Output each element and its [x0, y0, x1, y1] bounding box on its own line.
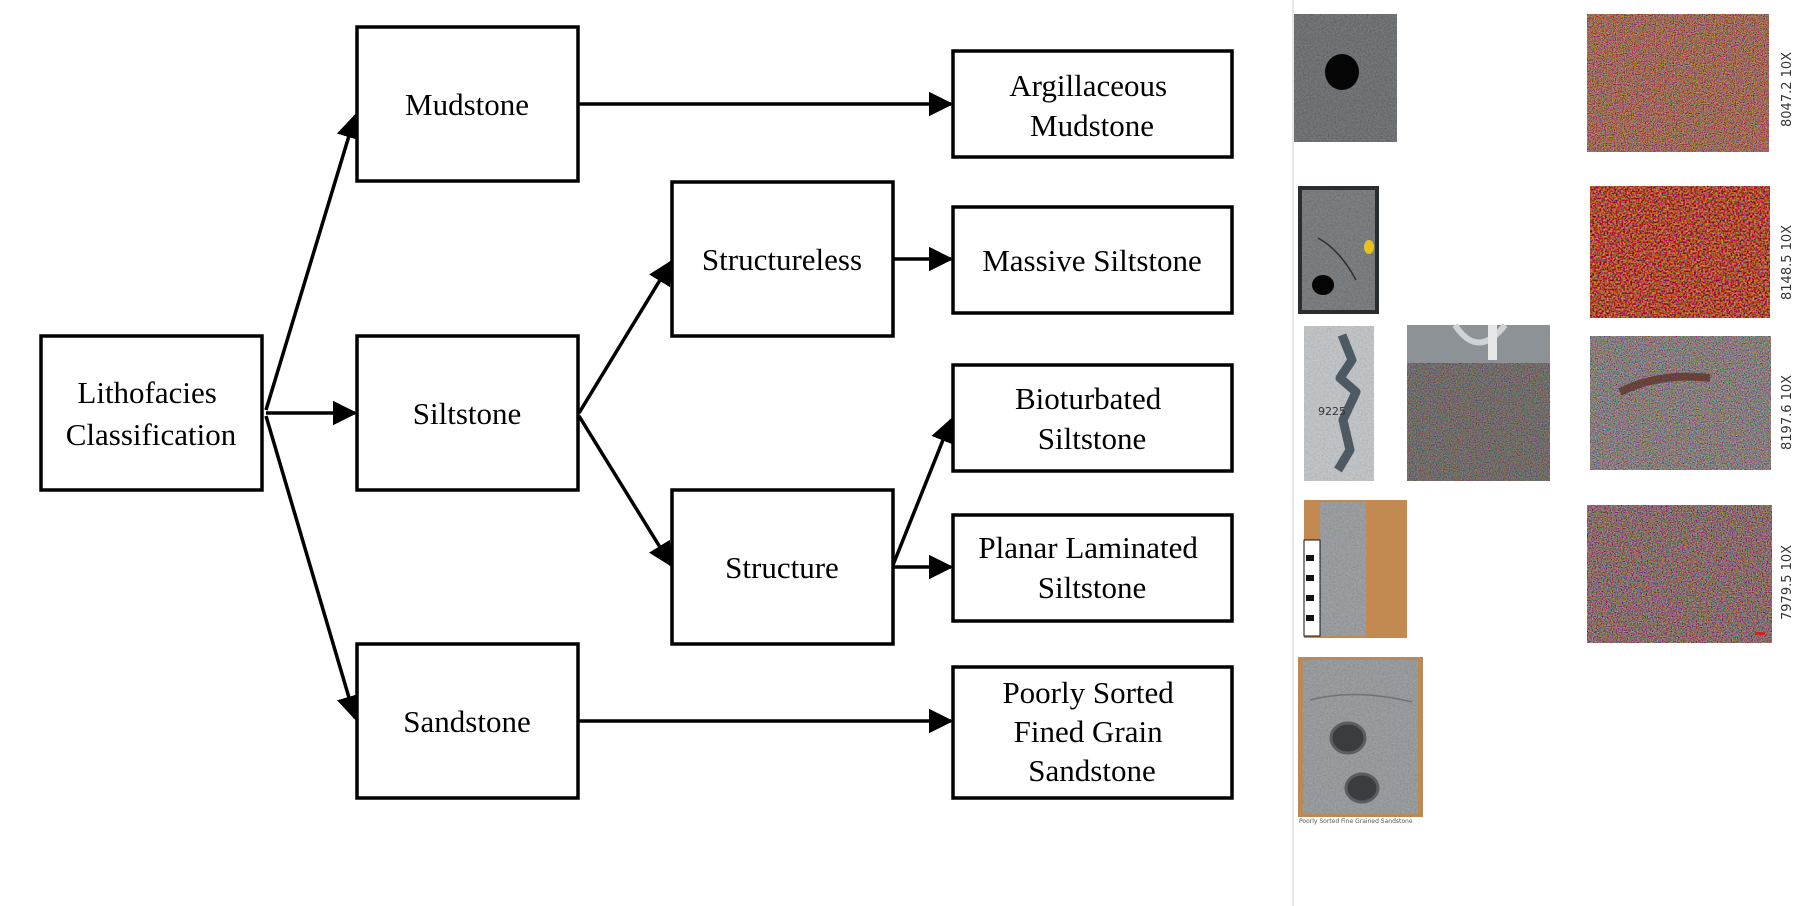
- thin-section-3: [1590, 336, 1771, 470]
- box-argillaceous: [951, 49, 1234, 159]
- core-photo-poorly-sorted-sandstone: Poorly Sorted Fine Grained Sandstone: [1298, 657, 1423, 825]
- label-massive: Massive Siltstone: [982, 243, 1202, 278]
- arrow-siltstone-to-structureless: [577, 259, 673, 414]
- thin-section-2: [1590, 186, 1770, 318]
- box-labels: Lithofacies Classification Mudstone Silt…: [66, 68, 1205, 788]
- label-bioturbated: Bioturbated Siltstone: [1015, 381, 1169, 456]
- core-photo-argillaceous-mudstone: [1293, 14, 1398, 142]
- label-siltstone: Siltstone: [413, 396, 522, 431]
- thin-section-label-4: 7979.5 10X: [1780, 545, 1795, 620]
- box-lithofacies: [39, 334, 264, 492]
- thin-section-label-1: 8047.2 10X: [1780, 52, 1795, 127]
- label-lithofacies: Lithofacies Classification: [66, 375, 237, 452]
- box-planar: [951, 513, 1234, 623]
- arrow-lithofacies-to-sandstone: [264, 415, 361, 721]
- label-structure: Structure: [725, 550, 839, 585]
- box-bioturbated: [951, 363, 1234, 473]
- core-photo-planar-laminated-siltstone: [1303, 500, 1407, 638]
- core-photo-bioturbated-siltstone-2: [1407, 323, 1550, 481]
- core-tag-9225: 9225: [1318, 405, 1346, 418]
- box-sandstone: [355, 642, 580, 800]
- arrow-lithofacies-to-mudstone: [264, 113, 361, 411]
- box-structureless: [670, 180, 895, 338]
- label-argillaceous: Argillaceous Mudstone: [1009, 68, 1175, 143]
- label-structureless: Structureless: [702, 242, 862, 277]
- box-poorly-sorted: [951, 665, 1234, 800]
- thin-section-1: [1587, 14, 1769, 152]
- thin-sections: 8047.2 10X 8148.5 10X 8197.6 10X 7979.5 …: [1587, 14, 1795, 643]
- boxes: [39, 25, 1234, 800]
- core-photo-massive-siltstone: [1298, 186, 1379, 314]
- box-siltstone: [355, 334, 580, 492]
- label-mudstone: Mudstone: [405, 87, 529, 122]
- box-massive: [951, 205, 1234, 315]
- arrow-siltstone-to-structure: [577, 415, 673, 568]
- label-poorly-sorted: Poorly Sorted Fined Grain Sandstone: [1002, 675, 1181, 788]
- core-photos: 9225 Poorly: [1293, 14, 1550, 825]
- thin-section-label-2: 8148.5 10X: [1780, 225, 1795, 300]
- core-caption: Poorly Sorted Fine Grained Sandstone: [1299, 818, 1413, 825]
- core-photo-bioturbated-siltstone-1: 9225: [1304, 326, 1374, 481]
- arrow-structure-to-bioturbated: [891, 417, 955, 566]
- label-sandstone: Sandstone: [403, 704, 530, 739]
- box-mudstone: [355, 25, 580, 183]
- thin-section-label-3: 8197.6 10X: [1780, 375, 1795, 450]
- box-structure: [670, 488, 895, 646]
- label-planar: Planar Laminated Siltstone: [978, 530, 1205, 605]
- thin-section-4: [1587, 505, 1772, 643]
- connectors: [264, 91, 955, 734]
